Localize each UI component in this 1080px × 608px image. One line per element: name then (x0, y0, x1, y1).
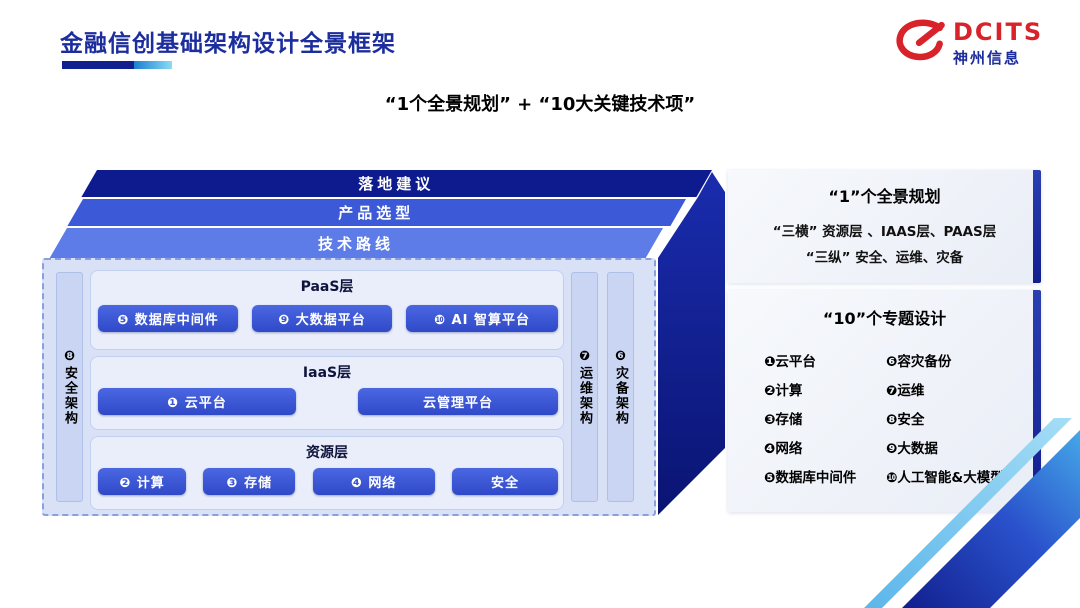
topic-item: ❹网络 (764, 441, 803, 457)
topic-item: ❻容灾备份 (886, 354, 952, 370)
security-arch-bar: ❽安全架构 (56, 272, 83, 502)
layer-bar-label: 落地建议 (358, 175, 435, 193)
layer-bar-implementation: 落地建议 (81, 170, 712, 197)
topic-item: ❿人工智能&大模型 (886, 470, 1004, 486)
corner-stripes-decoration (864, 418, 1080, 608)
title-underline-cyan (134, 61, 172, 69)
diagram-side-face (658, 172, 725, 515)
panel-topics: “10”个专题设计 ❶云平台 ❷计算 ❸存储 ❹网络 ❺数据库中间件 ❻容灾备份… (728, 290, 1041, 512)
cloud-mgmt-block: 云管理平台 (358, 388, 558, 415)
panel-overview: “1”个全景规划 “三横” 资源层 、IAAS层、PAAS层 “三纵” 安全、运… (728, 170, 1041, 283)
title-underline-dark (62, 61, 134, 69)
panel-topics-accent (1033, 290, 1041, 512)
logo-text: DCITS 神州信息 (953, 20, 1043, 68)
page-title: 金融信创基础架构设计全景框架 (60, 31, 396, 57)
iaas-section-title: IaaS层 (302, 365, 352, 381)
network-block: ❹ 网络 (312, 468, 435, 495)
dr-arch-label: ❻灾备架构 (613, 348, 628, 426)
panel-overview-accent (1033, 170, 1041, 283)
slide-subtitle: “1个全景规划” + “10大关键技术项” (384, 94, 696, 115)
panel-overview-line: “三纵” 安全、运维、灾备 (805, 250, 964, 266)
layer-bar-label: 技术路线 (318, 234, 395, 253)
logo-company: 神州信息 (953, 49, 1022, 67)
dcits-logo-icon (896, 19, 945, 61)
topic-item: ❼运维 (886, 383, 925, 399)
resource-section-title: 资源层 (306, 445, 348, 461)
panel-topics-title: “10”个专题设计 (822, 309, 947, 328)
topic-item: ❶云平台 (764, 354, 816, 370)
topic-item: ❺数据库中间件 (764, 470, 857, 486)
panel-overview-line: “三横” 资源层 、IAAS层、PAAS层 (772, 224, 997, 240)
bigdata-platform-block: ❾ 大数据平台 (252, 305, 392, 332)
storage-block: ❸ 存储 (203, 468, 296, 495)
topic-item: ❸存储 (764, 412, 803, 428)
resource-button-row: ❷ 计算 ❸ 存储 ❹ 网络 安全 (98, 468, 558, 495)
paas-section-title: PaaS层 (300, 279, 354, 295)
iaas-button-row: ❶ 云平台 云管理平台 (98, 388, 558, 415)
logo-brand: DCITS (953, 18, 1044, 46)
paas-button-row: ❺ 数据库中间件 ❾ 大数据平台 ❿ AI 智算平台 (98, 305, 558, 332)
layer-bar-label: 产品选型 (338, 204, 415, 222)
topic-item: ❽安全 (886, 412, 925, 428)
compute-block: ❷ 计算 (98, 468, 186, 495)
dr-arch-bar: ❻灾备架构 (607, 272, 634, 502)
topics-right-column: ❻容灾备份 ❼运维 ❽安全 ❾大数据 ❿人工智能&大模型 (886, 348, 1004, 493)
security-arch-label: ❽安全架构 (62, 348, 77, 426)
ai-platform-block: ❿ AI 智算平台 (406, 305, 558, 332)
ops-arch-label: ❼运维架构 (577, 348, 592, 426)
panel-overview-title: “1”个全景规划 (828, 187, 941, 206)
db-middleware-block: ❺ 数据库中间件 (98, 305, 238, 332)
topics-left-column: ❶云平台 ❷计算 ❸存储 ❹网络 ❺数据库中间件 (764, 348, 856, 493)
layer-bar-tech-route: 技术路线 (49, 228, 663, 258)
layer-bar-product-selection: 产品选型 (67, 199, 686, 226)
topic-item: ❾大数据 (886, 441, 938, 457)
cloud-platform-block: ❶ 云平台 (98, 388, 296, 415)
security-block: 安全 (451, 468, 558, 495)
topic-item: ❷计算 (764, 383, 803, 399)
ops-arch-bar: ❼运维架构 (571, 272, 598, 502)
